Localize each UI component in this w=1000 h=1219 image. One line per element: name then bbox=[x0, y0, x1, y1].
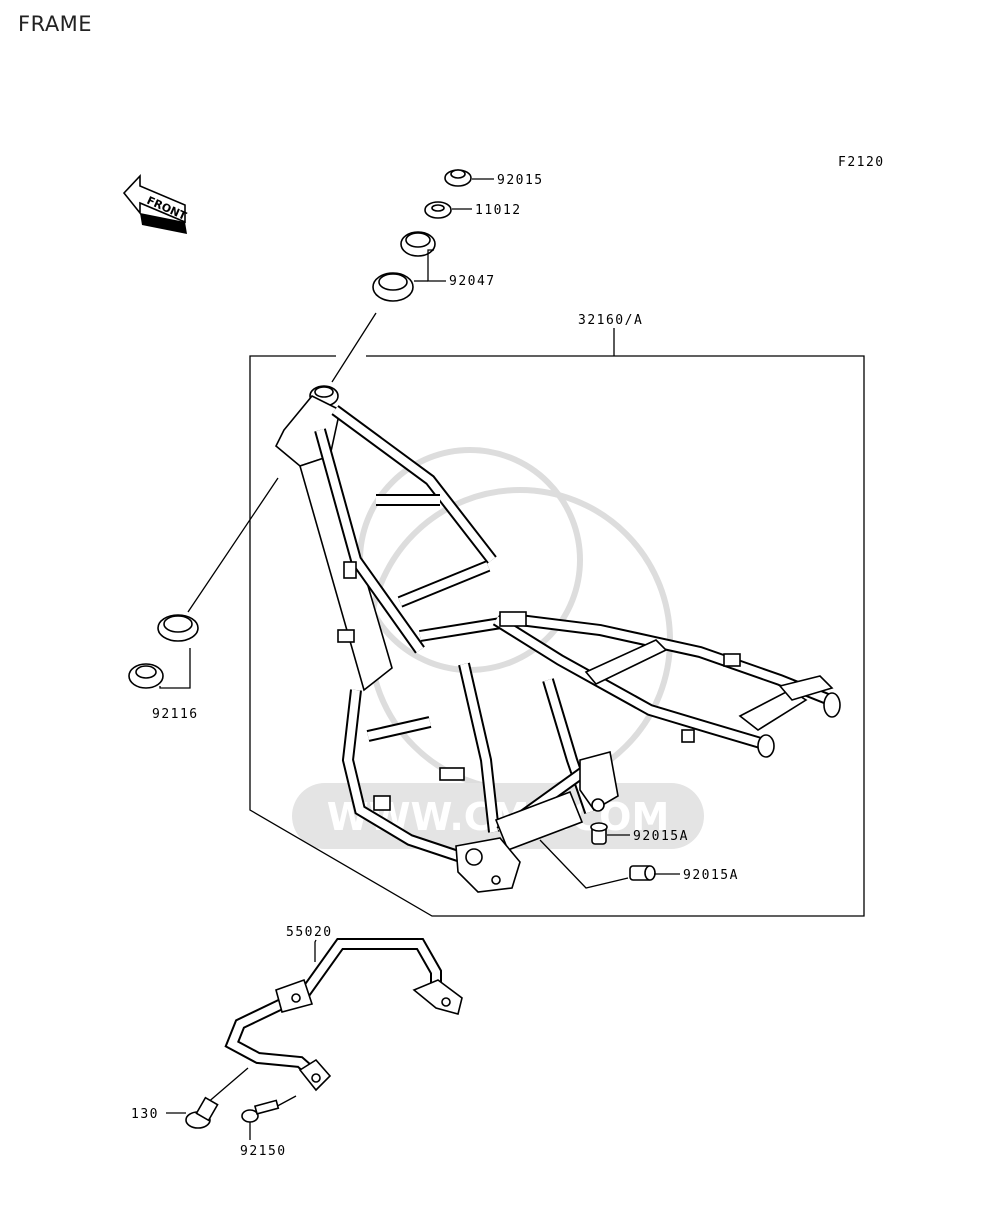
part-label-55020: 55020 bbox=[286, 925, 333, 940]
main-frame bbox=[275, 385, 841, 893]
bearing-race-92116 bbox=[128, 614, 199, 689]
washer-11012 bbox=[424, 201, 472, 219]
bolt-92150 bbox=[241, 1099, 280, 1140]
assembly-bracket bbox=[249, 328, 865, 917]
part-label-92015A-2: 92015A bbox=[683, 868, 739, 883]
page-title: FRAME bbox=[18, 12, 93, 36]
figure-code: F2120 bbox=[838, 155, 885, 170]
steering-nut-92015 bbox=[444, 169, 494, 187]
bushing-92015A-1 bbox=[590, 822, 630, 845]
part-label-92150: 92150 bbox=[240, 1144, 287, 1159]
leader-line-130 bbox=[205, 1067, 249, 1105]
front-arrow-icon: FRONT bbox=[122, 173, 189, 234]
bushing-92015A-2 bbox=[539, 839, 680, 889]
part-label-92015: 92015 bbox=[497, 173, 544, 188]
part-label-92116: 92116 bbox=[152, 707, 199, 722]
part-label-92015A-1: 92015A bbox=[633, 829, 689, 844]
guard-55020 bbox=[224, 938, 463, 1092]
fitting-130 bbox=[166, 1096, 219, 1129]
part-label-130: 130 bbox=[131, 1107, 159, 1122]
part-label-11012: 11012 bbox=[475, 203, 522, 218]
leader-line-top bbox=[331, 312, 377, 383]
part-label-32160A: 32160/A bbox=[578, 313, 643, 328]
part-label-92047: 92047 bbox=[449, 274, 496, 289]
leader-line-bottom bbox=[187, 477, 279, 613]
bearing-race-92047 bbox=[372, 231, 446, 302]
